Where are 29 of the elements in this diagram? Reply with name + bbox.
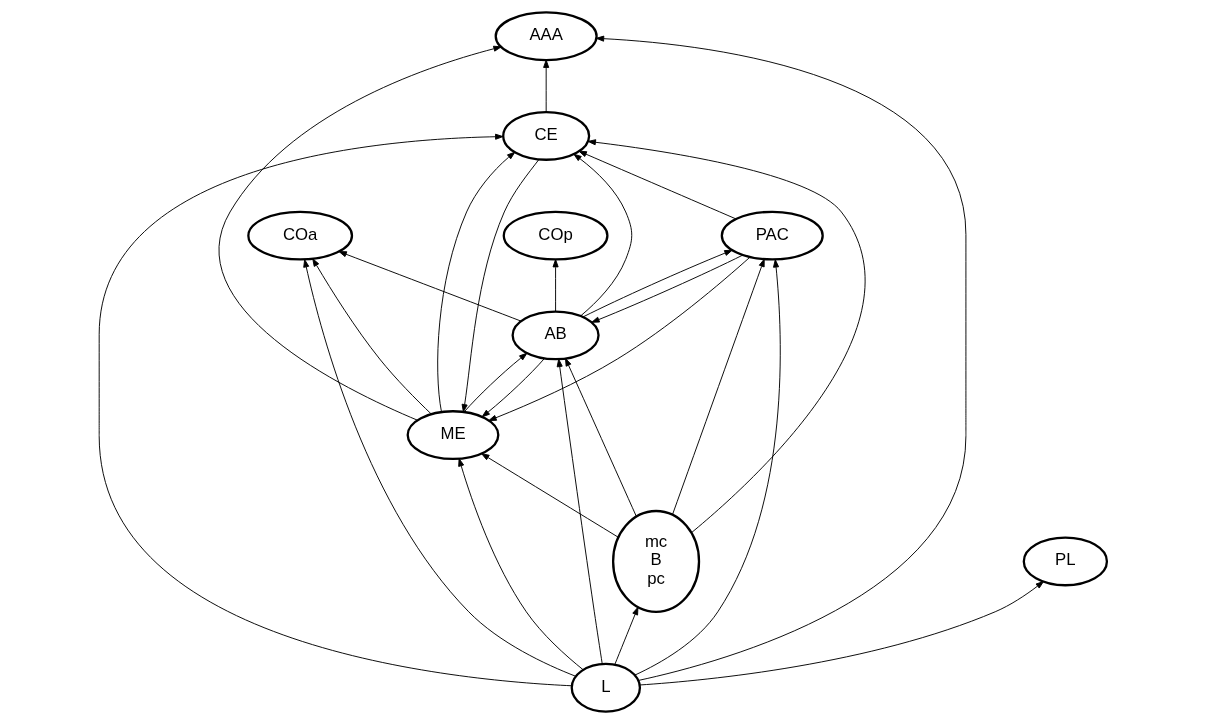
arrow — [218, 45, 502, 421]
arrow — [595, 35, 966, 681]
node-ellipse: L — [570, 662, 641, 713]
node-ellipse: COp — [502, 210, 609, 261]
arrow — [556, 358, 603, 665]
arrow — [613, 606, 638, 666]
arrow — [461, 158, 539, 413]
arrow — [578, 150, 736, 220]
arrow — [487, 256, 750, 422]
node-ellipse: mc B pc — [611, 509, 700, 613]
arrow — [338, 251, 522, 322]
arrow — [587, 139, 865, 534]
arrow — [98, 133, 572, 687]
arrow — [542, 59, 549, 113]
arrow — [436, 151, 515, 413]
arrow — [582, 249, 733, 318]
arrow — [480, 453, 619, 538]
arrow — [463, 352, 527, 413]
arrow — [311, 258, 432, 415]
arrow — [481, 358, 545, 418]
arrow — [552, 259, 559, 313]
arrow — [634, 259, 781, 676]
arrow — [671, 258, 765, 516]
arrow — [572, 153, 632, 317]
arrow — [638, 581, 1044, 686]
arrow — [564, 358, 637, 517]
arrow — [590, 254, 743, 323]
arrow — [457, 458, 584, 671]
arrow — [302, 259, 576, 677]
